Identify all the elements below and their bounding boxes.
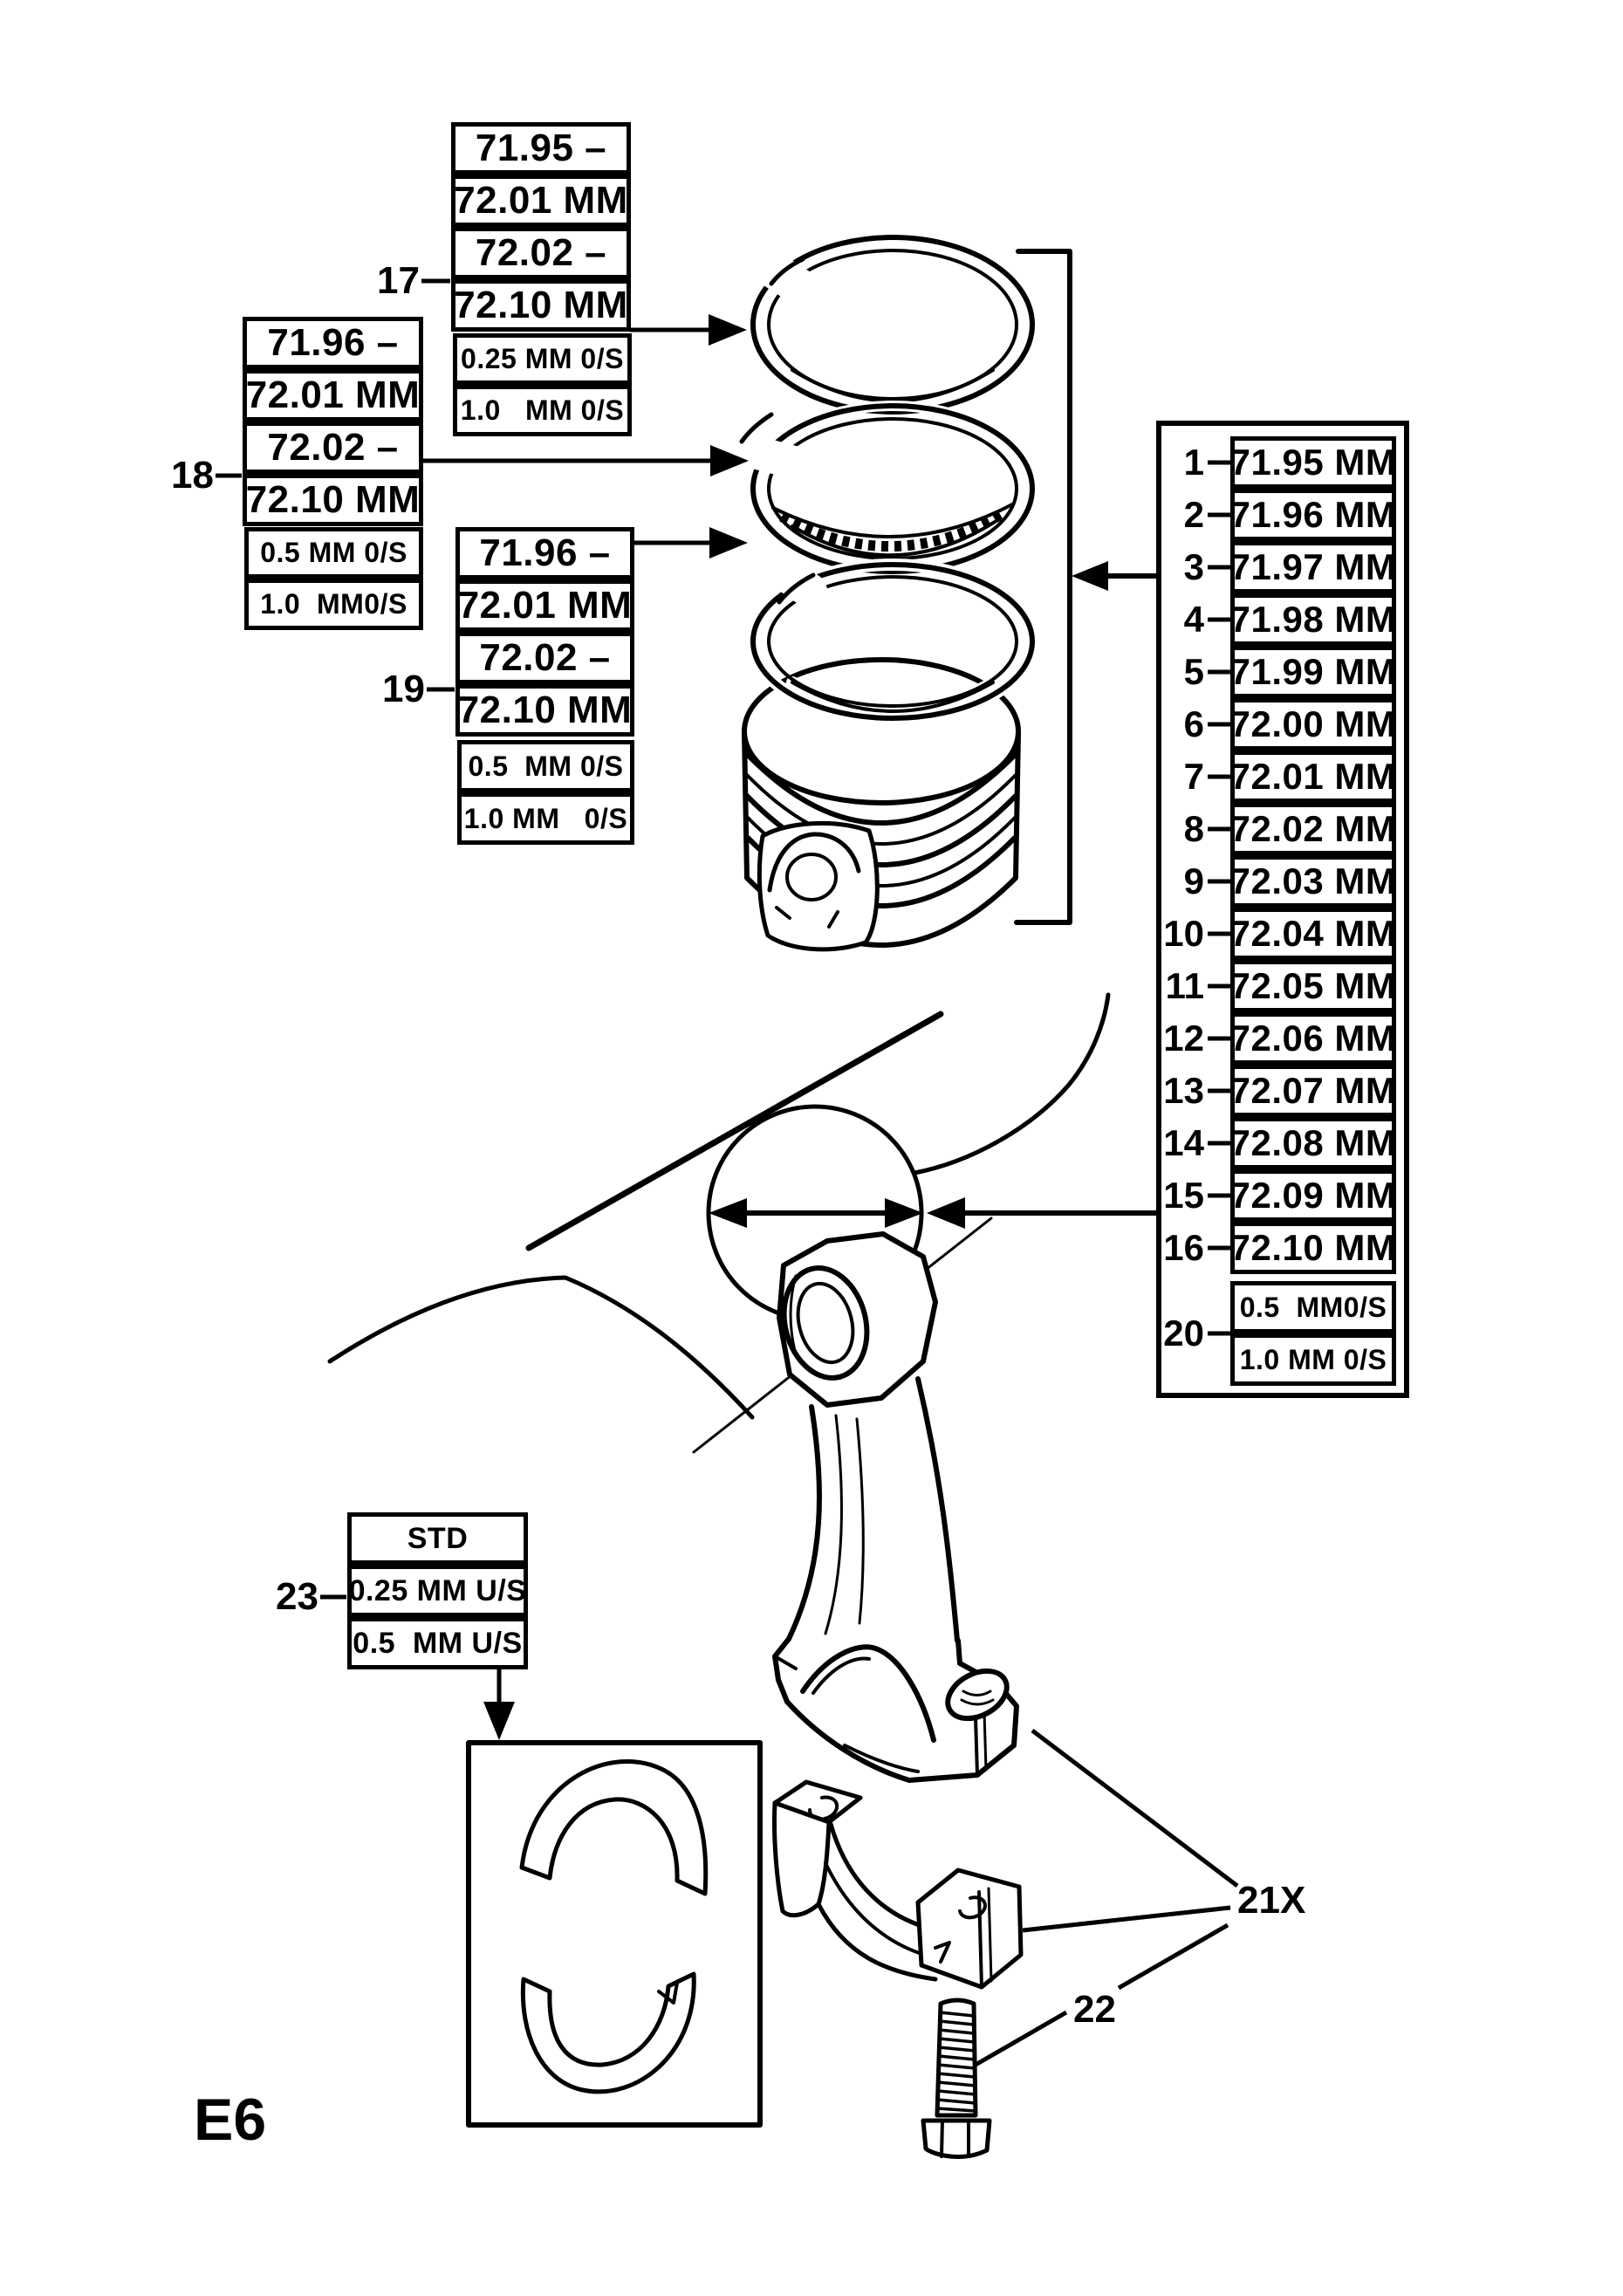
ring2-size-row: 72.10 MM <box>243 474 423 526</box>
callout-1: 1 <box>1183 442 1204 483</box>
callout-dashes <box>216 278 1232 1600</box>
callout-19: 19 <box>382 668 425 710</box>
bearing-size-row: 0.5 MM U/S <box>347 1617 528 1669</box>
callout-14: 14 <box>1163 1122 1204 1163</box>
piston-size-row: 72.08 MM <box>1230 1117 1396 1169</box>
callout-20: 20 <box>1163 1312 1204 1354</box>
piston-size-row: 72.05 MM <box>1230 960 1396 1012</box>
callout-18: 18 <box>171 454 214 497</box>
piston-size-row: 72.02 MM <box>1230 803 1396 855</box>
ring1-size-row: 72.10 MM <box>451 279 631 332</box>
piston-oversize-row: 1.0 MM 0/S <box>1230 1333 1396 1386</box>
piston-size-row: 72.09 MM <box>1230 1169 1396 1222</box>
piston-size-row: 71.96 MM <box>1230 489 1396 541</box>
ring2-oversize-row: 0.5 MM 0/S <box>244 527 423 579</box>
piston-size-table-frame <box>1156 421 1409 1398</box>
piston-size-row: 72.03 MM <box>1230 855 1396 908</box>
ring2-size-row: 71.96 – <box>243 317 423 369</box>
ring3-size-row: 72.10 MM <box>455 684 634 737</box>
piston-oversize-row: 0.5 MM0/S <box>1230 1281 1396 1333</box>
callout-17: 17 <box>377 259 420 302</box>
ring3-size-row: 72.01 MM <box>455 579 634 632</box>
piston-size-row: 72.10 MM <box>1230 1222 1396 1274</box>
callout-11: 11 <box>1165 965 1204 1006</box>
ring3-size-row: 72.02 – <box>455 632 634 684</box>
ring2-oversize-row: 1.0 MM0/S <box>244 579 423 630</box>
connecting-rod-drawing <box>772 1231 1019 1783</box>
piston-skirt-window <box>757 820 880 952</box>
piston-size-row: 72.01 MM <box>1230 750 1396 803</box>
callout-4: 4 <box>1183 599 1204 640</box>
bearing-table-arrow <box>483 1667 515 1740</box>
rod-cap-right-boss <box>915 1868 1024 1990</box>
callout-21x: 21X <box>1237 1879 1306 1922</box>
lower-bearing-shell <box>520 1971 696 2094</box>
piston-size-row: 71.99 MM <box>1230 646 1396 698</box>
piston-ring-1-drawing <box>723 231 1038 418</box>
callout-10: 10 <box>1163 913 1204 954</box>
piston-size-row: 72.06 MM <box>1230 1012 1396 1065</box>
callout-15: 15 <box>1163 1175 1204 1216</box>
callout-7: 7 <box>1183 756 1204 797</box>
callout-9: 9 <box>1183 860 1204 901</box>
piston-size-row: 71.97 MM <box>1230 541 1396 593</box>
ring3-oversize-row: 0.5 MM 0/S <box>457 740 634 792</box>
callout-2: 2 <box>1183 494 1204 535</box>
callout-3: 3 <box>1183 546 1204 587</box>
piston-ring-3-drawing <box>736 534 1038 724</box>
callout-12: 12 <box>1163 1018 1204 1059</box>
rings-piston-bracket <box>1014 249 1072 925</box>
piston-size-row: 71.98 MM <box>1230 593 1396 646</box>
ring1-size-row: 72.01 MM <box>451 175 631 227</box>
piston-size-row: 72.04 MM <box>1230 908 1396 960</box>
callout-leader-lines <box>974 1729 1239 2067</box>
callout-8: 8 <box>1183 808 1204 849</box>
ring1-size-row: 72.02 – <box>451 227 631 279</box>
rod-bolt-drawing <box>921 1998 992 2159</box>
size-table-leader-arrow <box>1072 561 1161 591</box>
ring1-oversize-row: 0.25 MM 0/S <box>453 333 632 385</box>
callout-23: 23 <box>276 1575 318 1618</box>
bearing-shells-box <box>466 1740 763 2128</box>
bore-diameter-arrow <box>709 1197 1161 1229</box>
bearing-size-row: 0.25 MM U/S <box>347 1565 528 1617</box>
ring1-oversize-row: 1.0 MM 0/S <box>453 385 632 436</box>
piston-size-row: 71.95 MM <box>1230 436 1396 489</box>
piston-ring-2-drawing <box>715 401 1037 577</box>
callout-22: 22 <box>1073 1988 1116 2031</box>
piston-size-row: 72.00 MM <box>1230 698 1396 750</box>
callout-5: 5 <box>1183 651 1204 692</box>
ring2-size-row: 72.02 – <box>243 422 423 474</box>
sheet-code: E6 <box>194 2087 267 2153</box>
bearing-size-row: STD <box>347 1512 528 1565</box>
cylinder-block-drawing <box>327 992 1111 1454</box>
ring2-size-row: 72.01 MM <box>243 369 423 422</box>
ring3-oversize-row: 1.0 MM 0/S <box>457 792 634 845</box>
ring3-size-row: 71.96 – <box>455 527 634 579</box>
ring1-size-row: 71.95 – <box>451 122 631 175</box>
rod-cap-drawing <box>771 1779 1024 1990</box>
callout-13: 13 <box>1163 1070 1204 1111</box>
piston-size-row: 72.07 MM <box>1230 1065 1396 1117</box>
upper-bearing-shell <box>519 1759 709 1896</box>
callout-16: 16 <box>1163 1227 1204 1268</box>
callout-6: 6 <box>1183 703 1204 744</box>
ring-table-arrows <box>421 314 749 559</box>
